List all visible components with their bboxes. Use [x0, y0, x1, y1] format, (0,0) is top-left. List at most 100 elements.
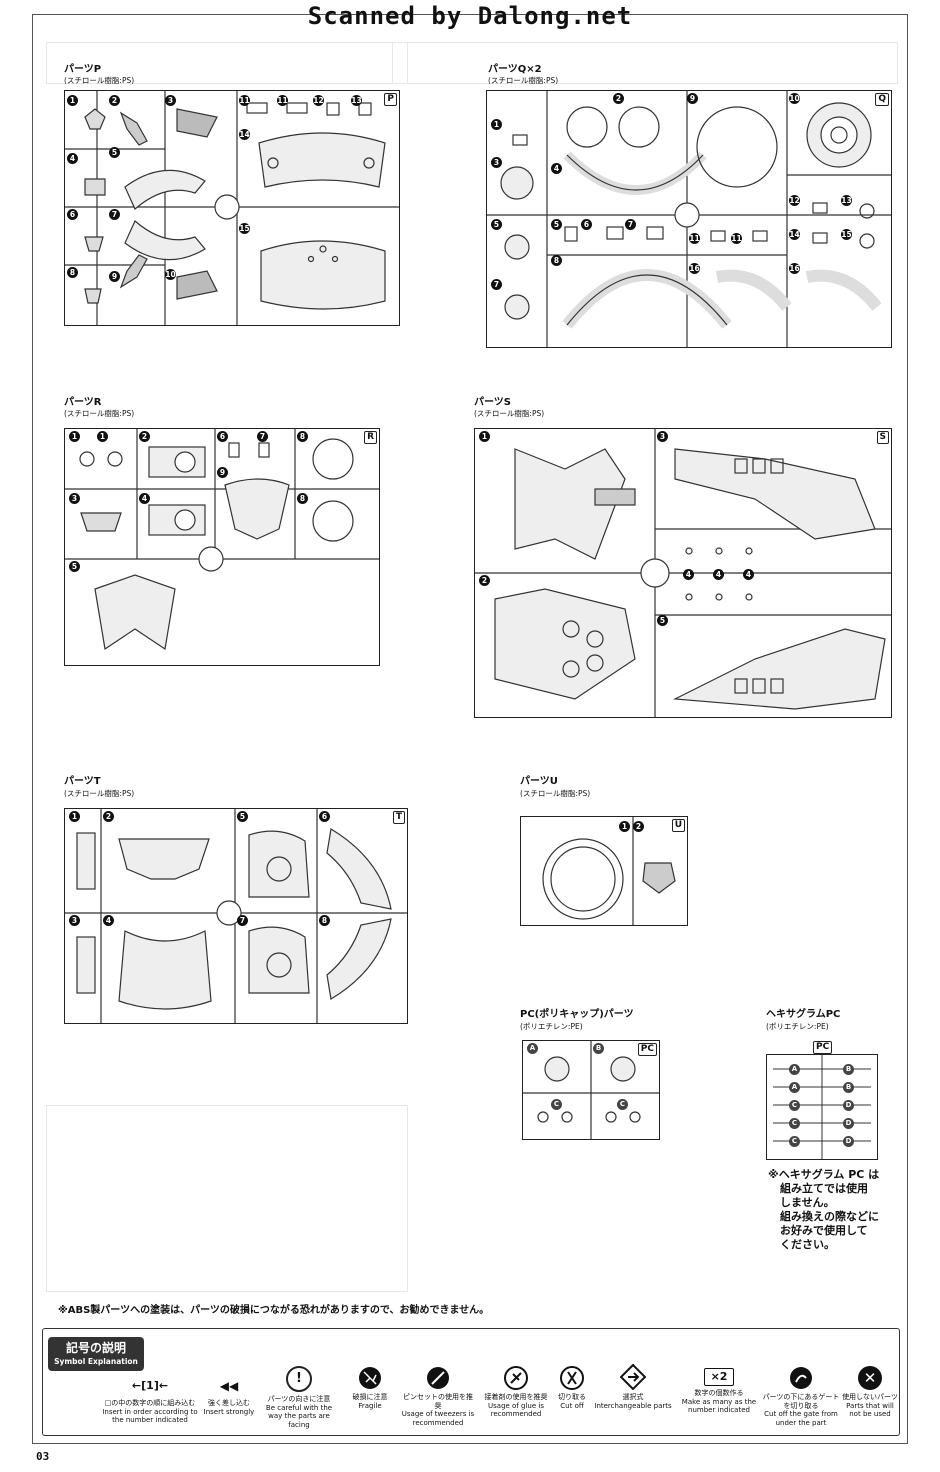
part-number-badge: 5	[69, 561, 80, 572]
legend-label-jp: □の中の数字の順に組み込む	[104, 1399, 196, 1407]
part-number-badge: 2	[103, 811, 114, 822]
part-number-badge: 9	[687, 93, 698, 104]
sprue-pc-frame: PC A B C C	[522, 1040, 660, 1140]
part-letter-badge: D	[843, 1118, 854, 1129]
part-number-badge: 4	[67, 153, 78, 164]
legend-label-jp: 切り取る	[558, 1393, 586, 1401]
part-number-badge: 16	[689, 263, 700, 274]
tweezers-icon	[426, 1366, 450, 1390]
legend-item-multiply: ×2 数字の個数作る Make as many as the number in…	[678, 1368, 760, 1415]
unused-part-icon: ✕	[858, 1366, 882, 1390]
part-number-badge: 8	[297, 431, 308, 442]
fragile-icon	[358, 1366, 382, 1390]
sprue-t-title: パーツT	[64, 776, 101, 787]
sprue-r-material: (スチロール樹脂:PS)	[64, 409, 135, 418]
part-number-badge: 5	[109, 147, 120, 158]
part-number-badge: 13	[351, 95, 362, 106]
part-number-badge: 6	[319, 811, 330, 822]
part-number-badge: 15	[239, 223, 250, 234]
part-number-badge: 8	[297, 493, 308, 504]
bleed-through-box	[46, 1105, 408, 1292]
legend-label-jp: 数字の個数作る	[694, 1389, 744, 1397]
part-number-badge: 2	[139, 431, 150, 442]
legend-label-jp: 接着剤の使用を推奨	[484, 1393, 548, 1401]
legend-label-en: Fragile	[358, 1401, 382, 1410]
page-frame	[32, 14, 908, 1444]
legend-item-insert-strongly: ◀◀ 強く差し込む Insert strongly	[200, 1380, 258, 1416]
symbol-legend-box	[42, 1328, 900, 1436]
sprue-s-drawing	[475, 429, 891, 717]
sprue-q-drawing	[487, 91, 891, 347]
legend-label-jp: パーツの向きに注意	[267, 1395, 331, 1403]
part-letter-badge: C	[789, 1100, 800, 1111]
part-number-badge: 6	[217, 431, 228, 442]
part-letter-badge: C	[789, 1136, 800, 1147]
part-number-badge: 9	[109, 271, 120, 282]
legend-label-jp: 選択式	[622, 1393, 644, 1401]
part-number-badge: 1	[479, 431, 490, 442]
legend-label-en: Usage of tweezers is recommended	[401, 1410, 475, 1427]
insert-order-icon: ←[1]←	[131, 1379, 169, 1392]
legend-label-jp: 使用しないパーツ	[842, 1393, 898, 1401]
part-letter-badge: B	[593, 1043, 604, 1054]
part-letter-badge: A	[789, 1082, 800, 1093]
legend-label-jp: ピンセットの使用を推奨	[403, 1393, 473, 1410]
legend-item-fragile: 破損に注意 Fragile	[340, 1366, 400, 1410]
hex-note: ※ヘキサグラム PC は 組み立てでは使用 しません。 組み換えの際などに お好…	[768, 1168, 879, 1252]
part-number-badge: 4	[683, 569, 694, 580]
part-number-badge: 1	[69, 811, 80, 822]
legend-label-en: Be careful with the way the parts are fa…	[265, 1403, 333, 1429]
part-number-badge: 2	[613, 93, 624, 104]
legend-label-jp: パーツの下にあるゲートを切り取る	[762, 1393, 840, 1410]
sprue-p-material: (スチロール樹脂:PS)	[64, 76, 135, 85]
hex-note-line: しません。	[780, 1196, 835, 1209]
interchangeable-icon	[619, 1363, 647, 1391]
sprue-u-tag: U	[671, 819, 685, 832]
part-number-badge: 12	[313, 95, 324, 106]
part-number-badge: 12	[789, 195, 800, 206]
part-number-badge: 16	[789, 263, 800, 274]
legend-item-insert-order: ←[1]← □の中の数字の順に組み込む Insert in order acco…	[100, 1379, 200, 1425]
part-number-badge: 3	[69, 915, 80, 926]
part-number-badge: 5	[551, 219, 562, 230]
part-number-badge: 5	[237, 811, 248, 822]
part-number-badge: 4	[139, 493, 150, 504]
multiply-icon: ×2	[704, 1368, 734, 1386]
sprue-q-frame: Q 1 2 3 4 5 5 6 7 7 8 9 10 11 11 12 13 1…	[486, 90, 892, 348]
part-letter-badge: C	[617, 1099, 628, 1110]
legend-label-jp: 破損に注意	[352, 1393, 388, 1401]
legend-label-en: Insert in order according to the number …	[102, 1407, 198, 1425]
legend-item-tweezers: ピンセットの使用を推奨 Usage of tweezers is recomme…	[400, 1366, 476, 1427]
hex-note-line: お好みで使用して	[780, 1224, 868, 1237]
sprue-p-drawing	[65, 91, 399, 325]
part-letter-badge: C	[551, 1099, 562, 1110]
part-number-badge: 3	[491, 157, 502, 168]
part-letter-badge: D	[843, 1100, 854, 1111]
part-number-badge: 2	[109, 95, 120, 106]
legend-label-en: Cut off the gate from under the part	[764, 1410, 838, 1427]
sprue-u-title: パーツU	[520, 776, 558, 787]
bleed-through-box	[392, 42, 898, 84]
cut-off-icon	[560, 1366, 584, 1390]
sprue-r-frame: R 1 1 2 3 4 5 6 7 8 8 9	[64, 428, 380, 666]
legend-item-cut-off: 切り取る Cut off	[554, 1366, 590, 1410]
sprue-s-frame: S 1 2 3 4 4 4 5	[474, 428, 892, 718]
sprue-q-tag: Q	[875, 93, 889, 106]
hex-note-line: ※ヘキサグラム PC は	[768, 1168, 880, 1181]
part-number-badge: 4	[103, 915, 114, 926]
part-number-badge: 11	[277, 95, 288, 106]
sprue-t-tag: T	[392, 811, 405, 824]
sprue-hex-material: (ポリエチレン:PE)	[766, 1022, 829, 1031]
sprue-t-drawing	[65, 809, 407, 1023]
part-number-badge: 11	[731, 233, 742, 244]
abs-paint-warning: ※ABS製パーツへの塗装は、パーツの破損につながる恐れがありますので、お勧めでき…	[58, 1305, 490, 1316]
part-number-badge: 7	[257, 431, 268, 442]
sprue-p-title: パーツP	[64, 64, 102, 75]
sprue-pc-title: PC(ポリキャップ)パーツ	[520, 1009, 634, 1020]
part-number-badge: 10	[789, 93, 800, 104]
page-number: 03	[36, 1450, 50, 1463]
part-number-badge: 7	[109, 209, 120, 220]
sprue-hex-frame: PC A B A B C D C D C D	[766, 1041, 878, 1160]
sprue-s-title: パーツS	[474, 397, 512, 408]
part-number-badge: 4	[743, 569, 754, 580]
